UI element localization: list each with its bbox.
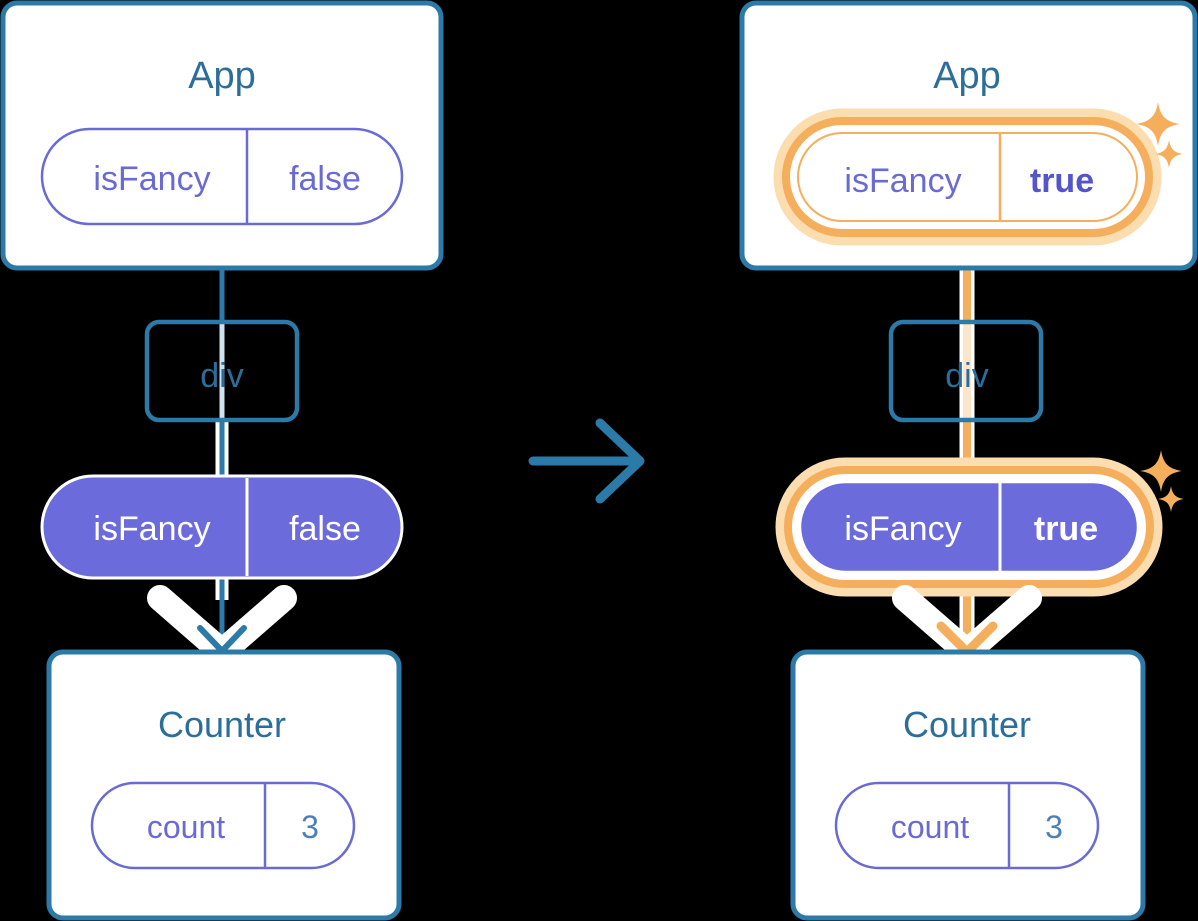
app-state-pill[interactable]: isFancy false [40, 127, 404, 226]
after-app-state-pill[interactable]: isFancy true [773, 108, 1162, 246]
props-pill-glow [775, 457, 1163, 597]
app-title: App [188, 55, 256, 97]
arrow-point [595, 418, 645, 504]
after-counter-pill-outline [834, 781, 1100, 870]
transition-arrow-icon [528, 418, 645, 504]
after-counter-title: Counter [903, 704, 1031, 745]
counter-state-pill[interactable]: count 3 [90, 781, 356, 870]
props-pill[interactable]: isFancy false [40, 474, 404, 580]
after-div-box-outline [888, 319, 1044, 423]
props-pill-value: false [289, 510, 361, 548]
after-diagram: App isFancy true div [739, 0, 1198, 921]
pill-highlight-glow [773, 108, 1162, 246]
div-element-box[interactable]: div [144, 319, 300, 423]
props-pill-name: isFancy [93, 510, 210, 548]
after-div-label: div [945, 357, 988, 395]
props-pill-body [40, 474, 404, 580]
div-label: div [200, 357, 243, 395]
after-div-element-box[interactable]: div [888, 319, 1044, 423]
after-counter-component-box[interactable]: Counter count 3 [790, 649, 1146, 921]
sparkle-star-small-icon [1158, 486, 1184, 512]
counter-pill-value: 3 [301, 809, 319, 845]
after-counter-pill-name: count [891, 809, 969, 845]
counter-title: Counter [158, 704, 286, 745]
pill-name: isFancy [93, 160, 210, 198]
after-counter-state-pill[interactable]: count 3 [834, 781, 1100, 870]
after-pill-name: isFancy [844, 162, 961, 200]
props-pill-body-after [798, 480, 1140, 574]
after-pill-value: true [1030, 162, 1094, 200]
app-component-box[interactable]: App isFancy false [0, 0, 444, 271]
counter-component-box[interactable]: Counter count 3 [46, 649, 402, 921]
after-counter-pill-value: 3 [1045, 809, 1063, 845]
before-diagram: App isFancy false div isFancy false [0, 0, 444, 921]
counter-pill-name: count [147, 809, 225, 845]
after-props-pill-value: true [1034, 510, 1098, 548]
after-props-pill[interactable]: isFancy true [775, 457, 1163, 597]
counter-pill-outline [90, 781, 356, 870]
after-app-component-box[interactable]: App isFancy true [739, 0, 1198, 271]
div-box-outline [144, 319, 300, 423]
after-props-pill-name: isFancy [844, 510, 961, 548]
pill-value: false [289, 160, 361, 198]
pill-inner-outline [797, 132, 1138, 222]
pill-outline [40, 127, 404, 226]
after-app-title: App [933, 55, 1001, 97]
